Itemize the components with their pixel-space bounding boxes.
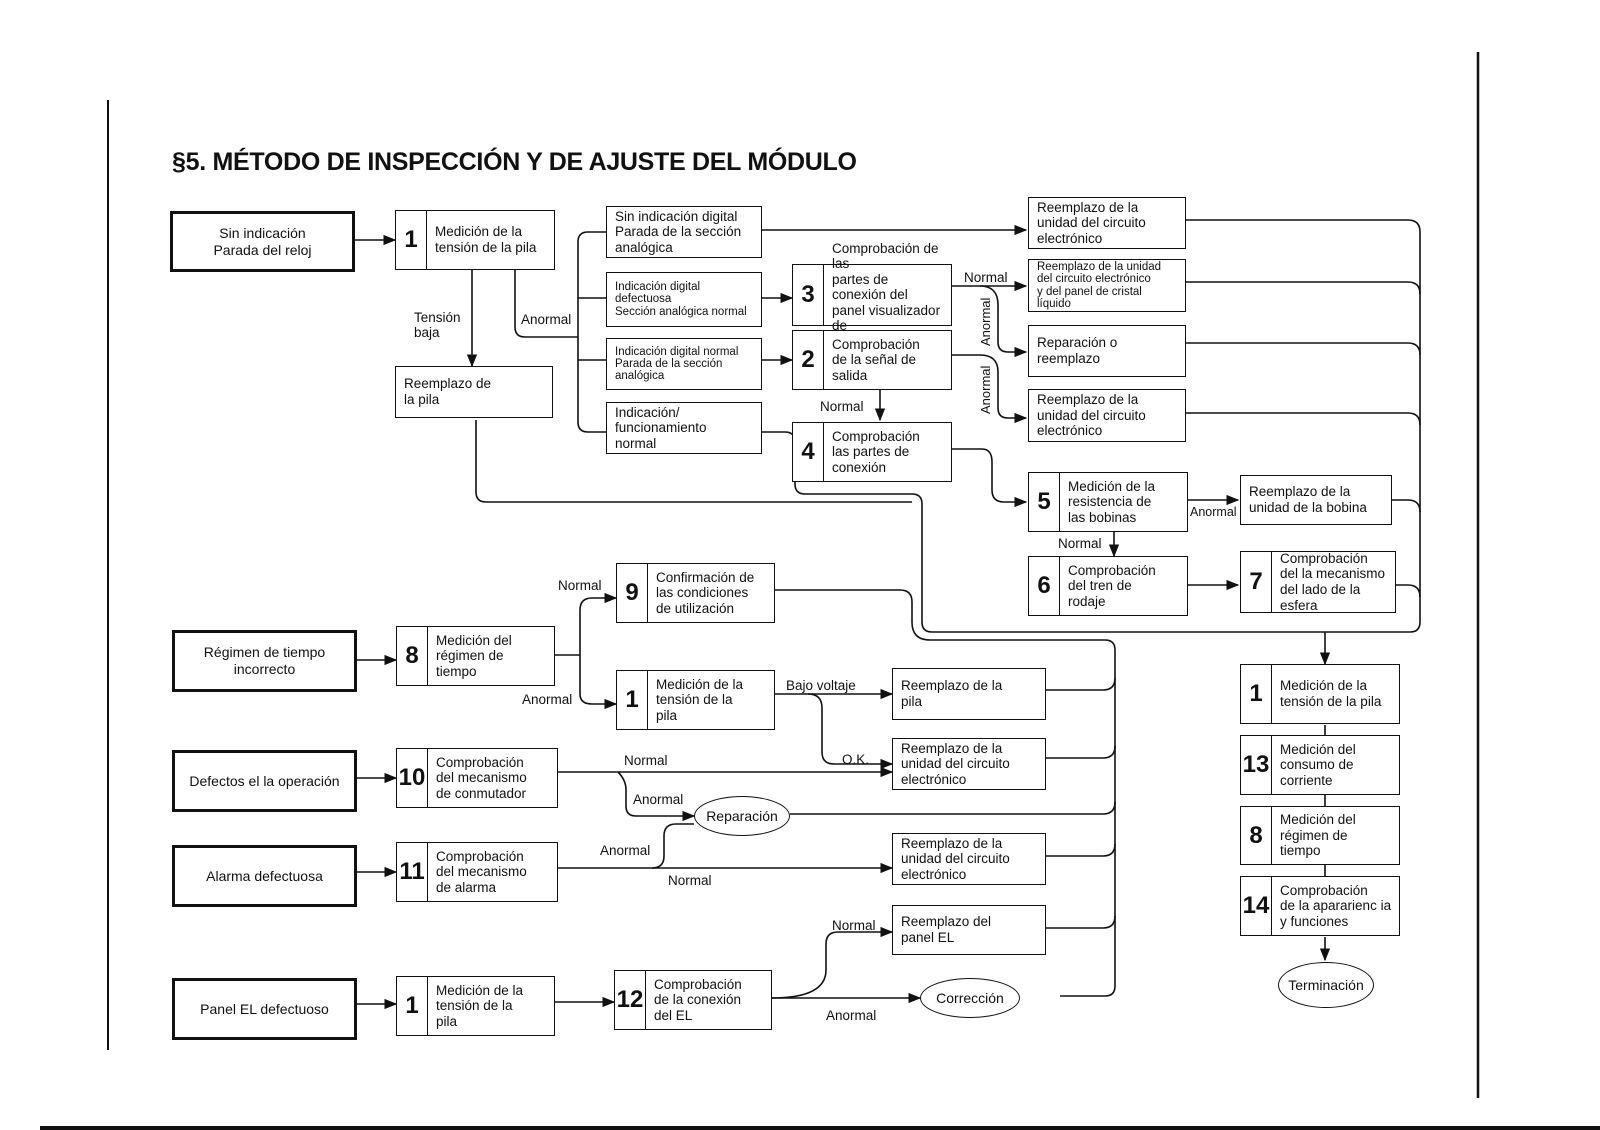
step-number: 1 [617,671,648,729]
step-number: 8 [397,627,428,685]
step-4-connection-parts: 4 Comprobación las partes de conexión [792,422,952,482]
step-11-alarm-mechanism: 11 Comprobación del mecanismo de alarma [396,842,558,902]
label-normal: Normal [668,873,712,888]
final-step-13-current-consumption: 13 Medición del consumo de corriente [1240,735,1400,795]
step-text: Comprobación del tren de rodaje [1068,562,1156,609]
final-step-1-battery-voltage: 1 Medición de la tensión de la pila [1240,664,1400,724]
step-number: 1 [1241,665,1272,723]
step-text: Comprobación de la señal de salida [832,336,920,383]
action-replace-el-panel: Reemplazo del panel EL [892,905,1046,955]
step-1-battery-voltage-c: 1 Medición de la tensión de la pila [396,976,555,1036]
step-number: 2 [793,331,824,389]
step-number: 4 [793,423,824,481]
step-1-battery-voltage: 1 Medición de la tensión de la pila [395,210,555,270]
symptom-wrong-rate: Régimen de tiempo incorrecto [172,630,357,692]
step-text: Medición de la tensión de la pila [435,224,537,255]
condition-defective-digital: Indicación digital defectuosa Sección an… [606,272,762,327]
symptom-el-panel: Panel EL defectuoso [172,978,357,1040]
action-replace-circuit-1: Reemplazo de la unidad del circuito elec… [1028,197,1186,249]
symptom-operation-defects: Defectos el la operación [172,750,357,812]
step-5-coil-resistance: 5 Medición de la resistencia de las bobi… [1028,472,1188,532]
step-number: 3 [793,265,824,325]
condition-normal-digital: Indicación digital normal Parada de la s… [606,338,762,390]
step-text: Medición de la tensión de la pila [1280,678,1382,709]
label-normal: Normal [624,753,668,768]
oval-repair: Reparación [694,796,790,836]
step-number: 5 [1029,473,1060,531]
action-replace-battery-2: Reemplazo de la pila [892,668,1046,720]
step-text: Comprobación del la mecanismo del lado d… [1280,550,1386,613]
step-7-dial-mechanism: 7 Comprobación del la mecanismo del lado… [1240,551,1396,613]
step-number: 7 [1241,552,1272,612]
step-8-time-rate: 8 Medición del régimen de tiempo [396,626,555,686]
label-low-voltage-2: Bajo voltaje [786,678,856,693]
step-12-el-connection: 12 Comprobación de la conexión del EL [614,970,772,1030]
step-number: 11 [397,843,428,901]
step-2-output-signal: 2 Comprobación de la señal de salida [792,330,952,390]
step-number: 6 [1029,557,1060,615]
symptom-no-display: Sin indicación Parada del reloj [170,211,355,272]
step-text: Comprobación de la apararienc ia y funci… [1280,882,1392,929]
label-normal: Normal [558,578,602,593]
step-text: Medición del régimen de tiempo [1280,812,1356,859]
step-text: Confirmación de las condiciones de utili… [656,569,755,616]
condition-no-digital: Sin indicación digital Parada de la secc… [606,206,762,258]
oval-correction: Corrección [920,978,1020,1018]
oval-termination: Terminación [1278,962,1374,1008]
step-text: Comprobación las partes de conexión [832,428,920,475]
action-replace-circuit-2: Reemplazo de la unidad del circuito elec… [1028,389,1186,442]
step-text: Comprobación de la conexión del EL [654,976,742,1023]
label-abnormal-vertical: Anormal [978,365,993,414]
step-number: 8 [1241,807,1272,864]
step-number: 12 [615,971,646,1029]
step-number: 9 [617,564,648,622]
step-6-gear-train: 6 Comprobación del tren de rodaje [1028,556,1188,616]
action-replace-circuit-and-lcd: Reemplazo de la unidad del circuito elec… [1028,259,1186,312]
step-text: Medición del régimen de tiempo [436,632,512,679]
step-text: Comprobación del mecanismo de alarma [436,848,527,895]
step-text: Comprobación del mecanismo de conmutador [436,754,527,801]
step-text: Medición del consumo de corriente [1280,741,1356,788]
action-replace-coil: Reemplazo de la unidad de la bobina [1240,475,1392,525]
step-number: 10 [397,749,428,807]
action-repair-or-replace: Reparación o reemplazo [1028,325,1186,377]
label-normal: Normal [832,918,876,933]
step-number: 13 [1241,736,1272,794]
label-normal: Normal [964,270,1008,285]
label-abnormal: Anormal [826,1008,877,1023]
step-9-usage-conditions: 9 Confirmación de las condiciones de uti… [616,563,775,623]
label-normal: Normal [820,399,864,414]
final-step-14-appearance: 14 Comprobación de la apararienc ia y fu… [1240,876,1400,936]
label-abnormal: Anormal [521,312,572,327]
step-1-battery-voltage-b: 1 Medición de la tensión de la pila [616,670,775,730]
step-text: Medición de la tensión de la pila [436,982,524,1029]
step-text: Medición de la tensión de la pila [656,676,744,723]
label-normal: Normal [1058,536,1102,551]
action-replace-circuit-4: Reemplazo de la unidad del circuito elec… [892,833,1046,885]
step-3-lcd-connection: 3 Comprobación de las partes de conexión… [792,241,952,349]
final-step-8-time-rate: 8 Medición del régimen de tiempo [1240,806,1400,865]
label-abnormal: Anormal [633,792,684,807]
action-replace-circuit-3: Reemplazo de la unidad del circuito elec… [892,738,1046,790]
step-number: 1 [397,977,428,1035]
symptom-alarm: Alarma defectuosa [172,845,357,907]
battery-replace-box: Reemplazo de la pila [395,366,553,418]
step-number: 1 [396,211,427,269]
label-abnormal: Anormal [1190,505,1237,519]
label-low-voltage: Tensión baja [414,310,461,340]
label-abnormal-vertical: Anormal [978,297,993,346]
page-title: §5. MÉTODO DE INSPECCIÓN Y DE AJUSTE DEL… [172,148,857,176]
condition-normal-operation: Indicación/ funcionamiento normal [606,402,762,454]
label-abnormal: Anormal [522,692,573,707]
step-text: Medición de la resistencia de las bobina… [1068,478,1156,525]
label-abnormal: Anormal [600,843,651,858]
label-ok: O.K. [842,752,870,767]
step-10-switch-mechanism: 10 Comprobación del mecanismo de conmuta… [396,748,558,808]
step-number: 14 [1241,877,1272,935]
